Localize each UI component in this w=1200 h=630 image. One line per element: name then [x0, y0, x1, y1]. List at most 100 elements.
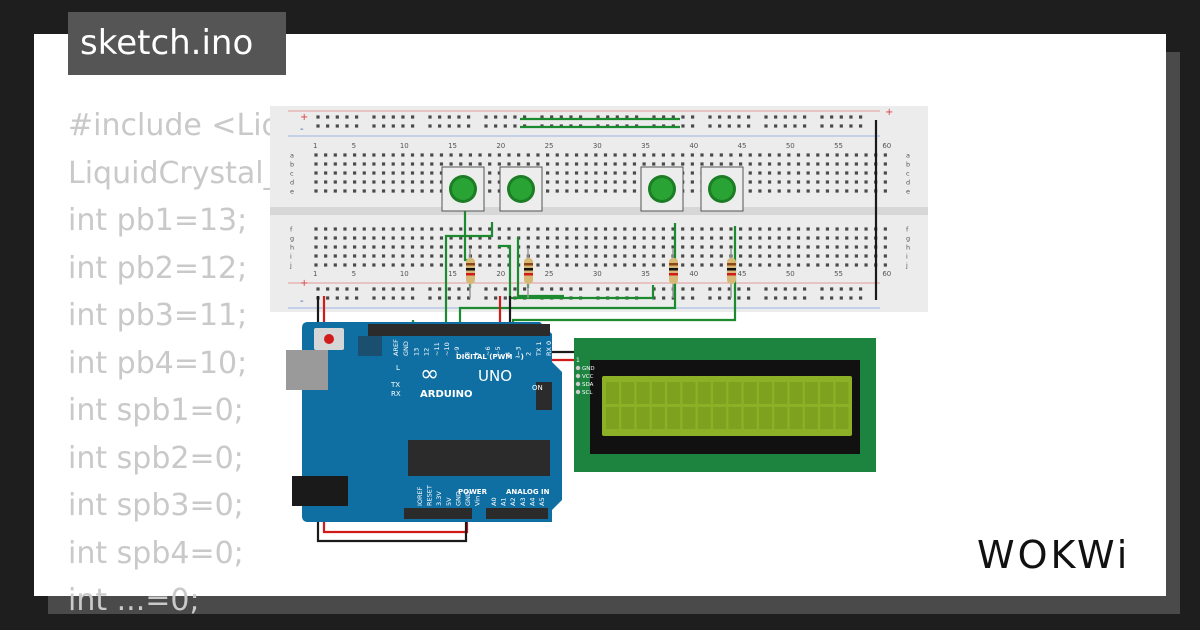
- digital-pin-label: 13: [412, 348, 420, 356]
- row-letter: j: [289, 262, 292, 270]
- breadboard-center-channel: [270, 207, 928, 215]
- code-line: int pb2=12;: [68, 250, 248, 286]
- code-line: int spb2=0;: [68, 440, 244, 476]
- column-number: 25: [545, 270, 554, 278]
- power-pin-label: GND: [454, 491, 462, 506]
- code-line: int spb1=0;: [68, 393, 244, 428]
- column-number: 45: [738, 142, 747, 150]
- row-letter: a: [290, 152, 294, 160]
- column-number: 20: [496, 142, 505, 150]
- lcd-module[interactable]: 1 GND VCC SDA SCL: [574, 338, 876, 472]
- column-number: 20: [496, 270, 505, 278]
- analog-pin-label: A1: [500, 497, 508, 506]
- column-number: 45: [738, 270, 747, 278]
- column-number: 60: [882, 270, 891, 278]
- row-letter: c: [290, 170, 294, 178]
- analog-label: ANALOG IN: [506, 488, 550, 496]
- code-line: int spb3=0;: [68, 488, 244, 523]
- row-letter: i: [906, 253, 908, 261]
- column-number: 30: [593, 142, 602, 150]
- analog-pin-label: A4: [528, 497, 536, 506]
- digital-pin-label: 2: [525, 352, 533, 356]
- row-letter: d: [906, 179, 910, 187]
- row-letter: a: [906, 152, 910, 160]
- column-number: 60: [882, 142, 891, 150]
- rail-plus-bottom: +: [300, 278, 308, 289]
- row-letter: d: [290, 179, 294, 187]
- power-jack: [292, 476, 348, 506]
- power-pin-label: RESET: [426, 485, 434, 506]
- code-line: int spb4=0;: [68, 535, 244, 571]
- lcd-pin-labels: GND VCC SDA SCL: [575, 365, 595, 396]
- digital-pin-label: ~3: [514, 346, 522, 356]
- arduino-brand: ARDUINO: [420, 389, 472, 400]
- atmega-chip: [408, 440, 550, 476]
- usb-port: [286, 350, 328, 390]
- reset-button[interactable]: [324, 334, 334, 344]
- column-number: 15: [448, 142, 457, 150]
- column-number: 40: [689, 270, 698, 278]
- column-number: 55: [834, 142, 843, 150]
- row-letter: g: [290, 235, 294, 243]
- power-header: [404, 508, 472, 519]
- arduino-uno[interactable]: ∞ ARDUINO UNO DIGITAL (PWM ~) POWER ANAL…: [286, 322, 562, 522]
- digital-pin-label: GND: [402, 341, 410, 356]
- resistors: [466, 248, 736, 298]
- analog-pin-label: A2: [509, 497, 517, 506]
- rx-label: RX: [391, 390, 401, 398]
- code-line: int pb1=13;: [68, 203, 248, 238]
- lcd-pin-label: VCC: [582, 374, 594, 380]
- resistor-1[interactable]: [466, 248, 475, 298]
- resistor-4[interactable]: [727, 248, 736, 298]
- digital-label: DIGITAL (PWM ~): [456, 353, 524, 361]
- lcd-pin-label: SCL: [582, 390, 593, 396]
- push-button-2[interactable]: [499, 166, 543, 212]
- digital-pin-label: ~5: [494, 346, 502, 356]
- resistor-3[interactable]: [669, 248, 678, 298]
- row-letter: b: [906, 161, 910, 169]
- column-number: 10: [400, 270, 409, 278]
- lcd-pin-label: GND: [582, 366, 595, 372]
- rail-minus-top: -: [300, 124, 304, 135]
- push-button-1[interactable]: [441, 166, 485, 212]
- sketch-title[interactable]: sketch.ino: [68, 12, 286, 75]
- column-number: 35: [641, 142, 650, 150]
- resistor-2[interactable]: [524, 248, 533, 298]
- push-button-4[interactable]: [700, 166, 744, 212]
- icsp-header-2: [536, 382, 552, 410]
- infinity-logo: ∞: [420, 361, 439, 387]
- row-letter: f: [906, 226, 909, 234]
- row-letter: b: [290, 161, 294, 169]
- digital-pin-label: AREF: [392, 339, 400, 356]
- digital-pin-label: 8: [463, 352, 471, 356]
- code-line: int pb3=11;: [68, 298, 248, 333]
- digital-pin-label: 12: [423, 348, 431, 356]
- rail-plus-top-right: +: [885, 107, 893, 118]
- power-pin-label: IOREF: [416, 486, 424, 506]
- row-letter: c: [906, 170, 910, 178]
- row-letter: h: [906, 244, 910, 252]
- row-letter: h: [290, 244, 294, 252]
- power-pin-label: 5V: [445, 497, 453, 506]
- column-number: 5: [352, 142, 356, 150]
- row-letter: e: [290, 188, 294, 196]
- wokwi-logo: WOKWi: [975, 530, 1147, 587]
- column-number: 1: [313, 270, 317, 278]
- push-button-3[interactable]: [640, 166, 684, 212]
- power-pin-label: 3.3V: [435, 491, 443, 506]
- lcd-pin-label: SDA: [582, 382, 594, 388]
- column-number: 5: [352, 270, 356, 278]
- column-number: 40: [689, 142, 698, 150]
- column-number: 10: [400, 142, 409, 150]
- digital-header: [368, 324, 550, 336]
- wokwi-logo-text: WOKWi: [977, 533, 1130, 577]
- lcd-pin-1-marker: 1: [576, 357, 580, 364]
- digital-pin-label: ~10: [443, 342, 451, 356]
- lcd-character-cells: [606, 382, 849, 429]
